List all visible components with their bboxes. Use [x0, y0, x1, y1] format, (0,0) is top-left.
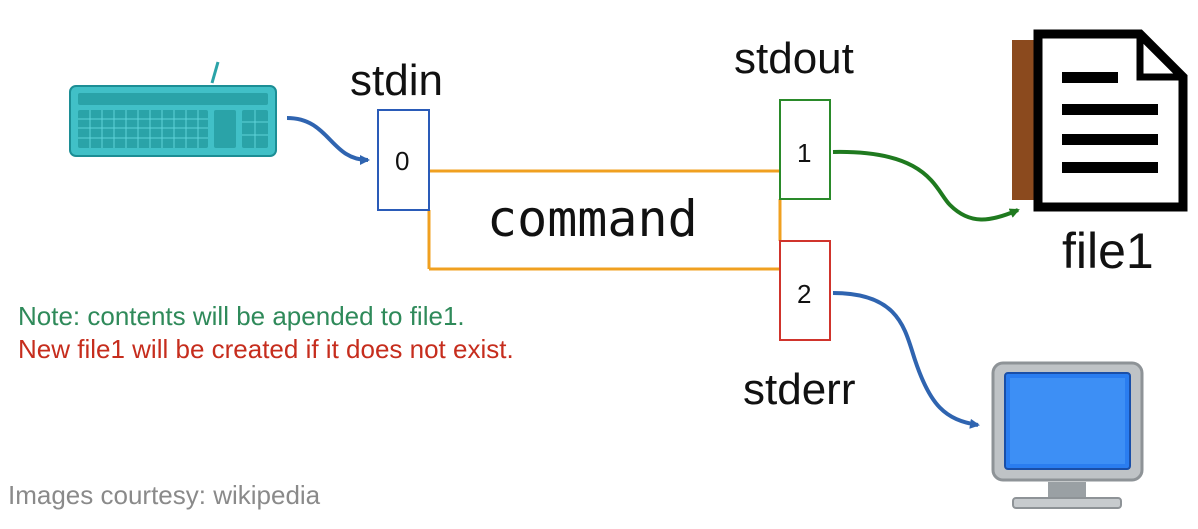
stdout-arrow	[832, 149, 1020, 222]
note-line-append: Note: contents will be apended to file1.	[18, 301, 465, 331]
stdout-fd-number: 1	[797, 138, 812, 168]
command-lines	[427, 169, 782, 271]
keyboard-icon	[69, 61, 277, 157]
document-file-icon	[1012, 29, 1188, 212]
stdout-box	[779, 99, 831, 200]
stderr-fd-number: 2	[797, 279, 812, 309]
stderr-label: stderr	[743, 365, 856, 414]
monitor-icon	[991, 361, 1144, 509]
stdin-arrow	[286, 116, 370, 165]
stderr-box	[779, 240, 831, 341]
stderr-arrow	[832, 291, 980, 429]
note: Note: contents will be apended to file1.…	[18, 300, 598, 366]
stdin-box	[377, 109, 430, 211]
stdin-label: stdin	[350, 56, 443, 105]
stdin-fd-number: 0	[395, 146, 410, 176]
command-label: command	[487, 190, 698, 248]
image-credit: Images courtesy: wikipedia	[8, 480, 321, 510]
stdout-label: stdout	[734, 34, 854, 83]
file-label: file1	[1062, 223, 1154, 279]
note-line-create: New file1 will be created if it does not…	[18, 334, 514, 364]
